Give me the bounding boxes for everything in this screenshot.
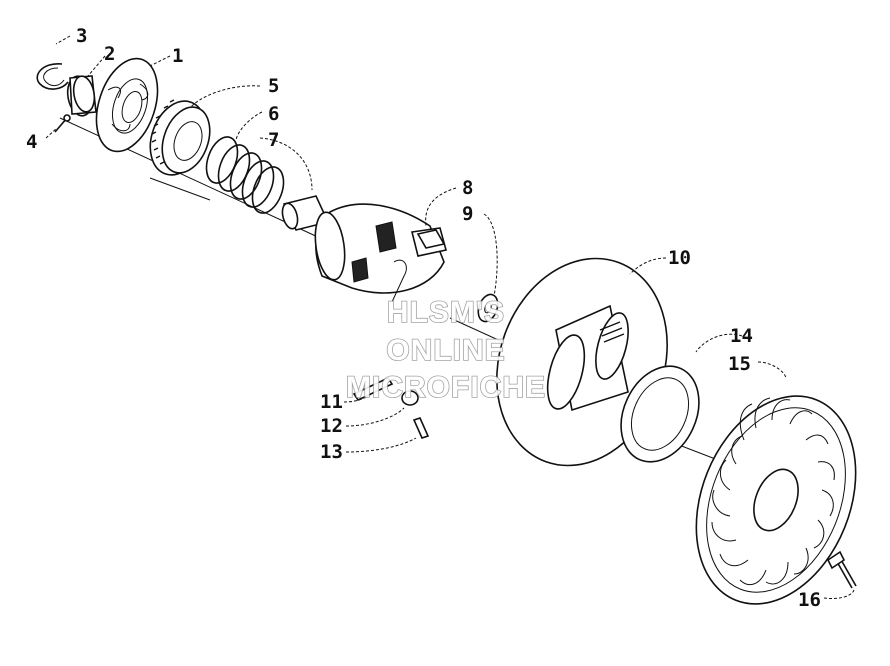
watermark-line-2: ONLINE (386, 334, 505, 367)
watermark-line-3: MICROFICHE (346, 371, 546, 404)
callout-6: 6 (268, 103, 279, 125)
callout-8: 8 (462, 177, 473, 199)
callout-1: 1 (172, 45, 183, 67)
callout-5: 5 (268, 75, 279, 97)
part-6-spring (205, 136, 285, 214)
part-2-bushing (66, 75, 97, 117)
part-3-snap-ring (36, 63, 69, 90)
callout-3: 3 (76, 25, 87, 47)
callout-16: 16 (798, 589, 821, 611)
callout-9: 9 (462, 203, 473, 225)
callout-11: 11 (320, 391, 343, 413)
callout-13: 13 (320, 441, 343, 463)
part-4-screw (54, 114, 71, 133)
part-16-bolt (826, 550, 857, 589)
part-8-roller (416, 229, 446, 249)
part-15-fan-plate (695, 395, 857, 605)
watermark-line-1: HLSM'S (387, 296, 505, 329)
callout-labels: 3 2 1 4 5 6 7 8 9 10 14 15 11 12 13 16 (26, 25, 821, 611)
part-11-pin (352, 376, 394, 402)
callout-15: 15 (728, 353, 751, 375)
part-14-gasket (620, 365, 700, 463)
callout-2: 2 (104, 43, 115, 65)
part-9-washer (477, 293, 499, 323)
leader-lines (45, 35, 855, 599)
callout-10: 10 (668, 247, 691, 269)
watermark: HLSM'S ONLINE MICROFICHE (345, 295, 546, 405)
callout-7: 7 (268, 129, 279, 151)
part-12-roller (401, 390, 419, 406)
part-13-pin (412, 417, 430, 439)
moveable-sheave-body (314, 203, 447, 303)
part-1-cover-plate (95, 57, 159, 153)
callout-14: 14 (730, 325, 753, 347)
callout-4: 4 (26, 131, 37, 153)
callout-12: 12 (320, 415, 343, 437)
part-5-housing (149, 99, 211, 176)
